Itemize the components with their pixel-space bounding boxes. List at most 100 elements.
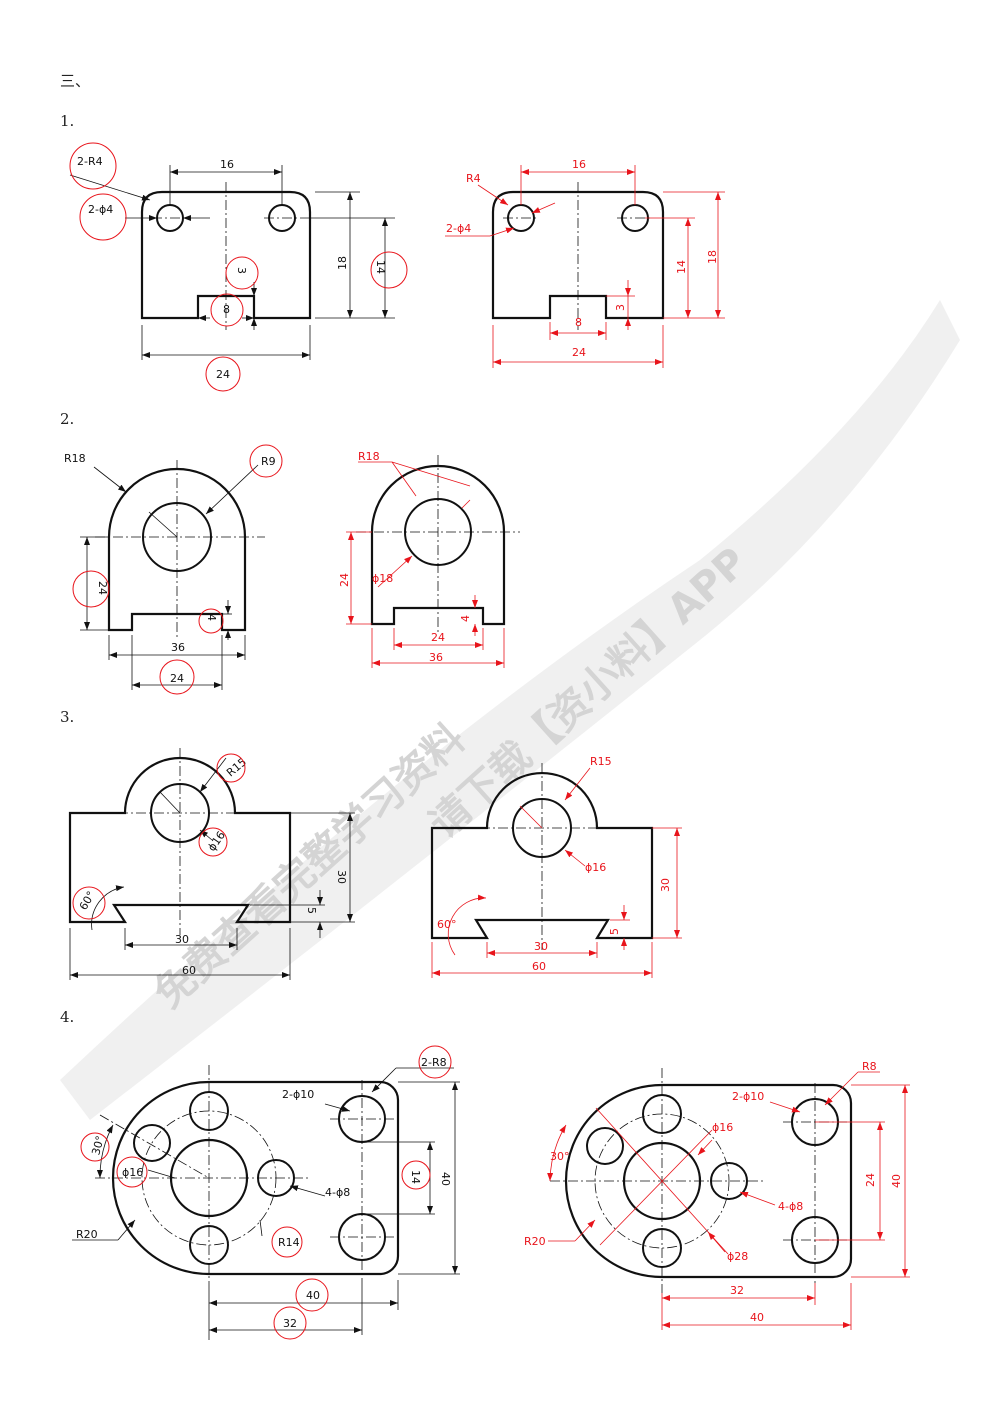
dim-text: 32 [283,1317,297,1330]
dim-text: 16 [220,158,234,171]
correction-circle [210,293,244,327]
figure-4-left: 2-R8 2-ϕ10 30° ϕ16 4-ϕ8 14 40 R20 R14 40… [72,1045,460,1340]
dim-text: R18 [64,452,86,465]
dim-text: 24 [338,573,351,587]
dim-text: R18 [358,450,380,463]
dim-text: 30 [335,870,348,884]
dim-text: 4-ϕ8 [325,1186,350,1199]
dim-text: R15 [590,755,612,768]
dim-text: 30 [534,940,548,953]
figure-1-left: 16 24 18 14 3 8 2-R4 2-ϕ4 [69,142,408,392]
hole [710,1162,748,1200]
correction-circle [249,444,283,478]
dim-text: 4 [205,614,218,621]
dim-text: 30° [89,1134,107,1156]
dim-text: 3 [235,267,248,274]
dim-text: 60° [437,918,457,931]
dim-text: ϕ16 [712,1121,733,1134]
dim-text: 2-ϕ4 [88,203,113,216]
dim-text: 24 [864,1173,877,1187]
correction-circle [79,193,127,241]
part-outline [68,756,292,924]
dim-text: 24 [96,581,109,595]
dim-text: ϕ16 [585,861,606,874]
dim-text: ϕ18 [372,572,393,585]
dim-text: 2-R8 [421,1056,447,1069]
correction-circle [295,1278,329,1312]
dim-text: 2-ϕ10 [282,1088,314,1101]
correction-circle [225,256,259,290]
correction-circle [271,1226,303,1258]
dim-text: R14 [278,1236,300,1249]
dim-text: 5 [608,928,621,935]
dim-text: 36 [171,641,185,654]
correction-circle [72,570,110,608]
part-outline [111,1080,400,1276]
dim-text: R8 [862,1060,877,1073]
part-heading: 三、 [60,72,91,90]
dim-text: ϕ28 [727,1250,748,1263]
hole [133,1124,171,1162]
dim-text: 24 [216,368,230,381]
dim-text: 18 [336,256,349,270]
dim-text: 40 [750,1311,764,1324]
dim-text: 14 [675,260,688,274]
correction-circle [401,1160,431,1190]
dim-text: 30 [659,878,672,892]
dim-text: 36 [429,651,443,664]
dim-text: ϕ16 [122,1166,143,1179]
figure-3-left: R15 ϕ16 60° 30 5 30 60 [68,748,355,980]
dim-text: 32 [730,1284,744,1297]
dim-text: R4 [466,172,481,185]
part-outline [491,190,665,320]
dim-text: 24 [572,346,586,359]
dim-text: 2-R4 [77,155,103,168]
part-outline [430,771,654,940]
figure-3-right: R15 ϕ16 60° 30 5 30 60 [430,755,682,978]
dim-text: 14 [374,260,387,274]
problem-1-number: 1. [60,112,75,130]
dim-text: 30 [175,933,189,946]
part-outline [140,190,312,320]
dim-text: 40 [439,1172,452,1186]
dim-text: R20 [76,1228,98,1241]
dim-text: 16 [572,158,586,171]
dim-text: 40 [306,1289,320,1302]
dim-text: 60 [182,964,196,977]
watermark-brush-stroke [60,300,960,1120]
dim-text: 2-ϕ4 [446,222,471,235]
dim-text: 30° [550,1150,570,1163]
correction-circle [116,1156,148,1188]
dim-text: 40 [890,1174,903,1188]
problem-3-number: 3. [60,708,75,726]
dim-text: 5 [305,907,318,914]
correction-circle [198,608,224,634]
figure-2-right: R18 ϕ18 24 4 24 36 [338,450,520,668]
correction-circle [370,251,408,289]
problem-4-number: 4. [60,1008,75,1026]
hole [586,1127,624,1165]
correction-circle [80,1132,110,1162]
dim-text: 4 [459,615,472,622]
dim-text: 18 [706,250,719,264]
correction-circle [198,827,228,857]
correction-circle [205,356,241,392]
dim-text: 2-ϕ10 [732,1090,764,1103]
dim-text: 4-ϕ8 [778,1200,803,1213]
figure-4-right: R8 2-ϕ10 ϕ16 30° 4-ϕ8 24 40 R20 ϕ28 32 4… [524,1060,910,1330]
part-outline [564,1083,853,1279]
correction-circle [216,753,246,783]
problem-2-number: 2. [60,410,75,428]
dim-text: 60 [532,960,546,973]
correction-circle [273,1306,307,1340]
dim-text: 3 [614,304,627,311]
dim-text: 8 [223,303,230,316]
dim-text: 8 [575,316,582,329]
dim-text: 14 [409,1170,422,1184]
correction-circle [72,886,106,920]
figure-1-right: 16 24 8 R4 2-ϕ4 18 14 3 [445,158,725,368]
dim-text: 24 [431,631,445,644]
